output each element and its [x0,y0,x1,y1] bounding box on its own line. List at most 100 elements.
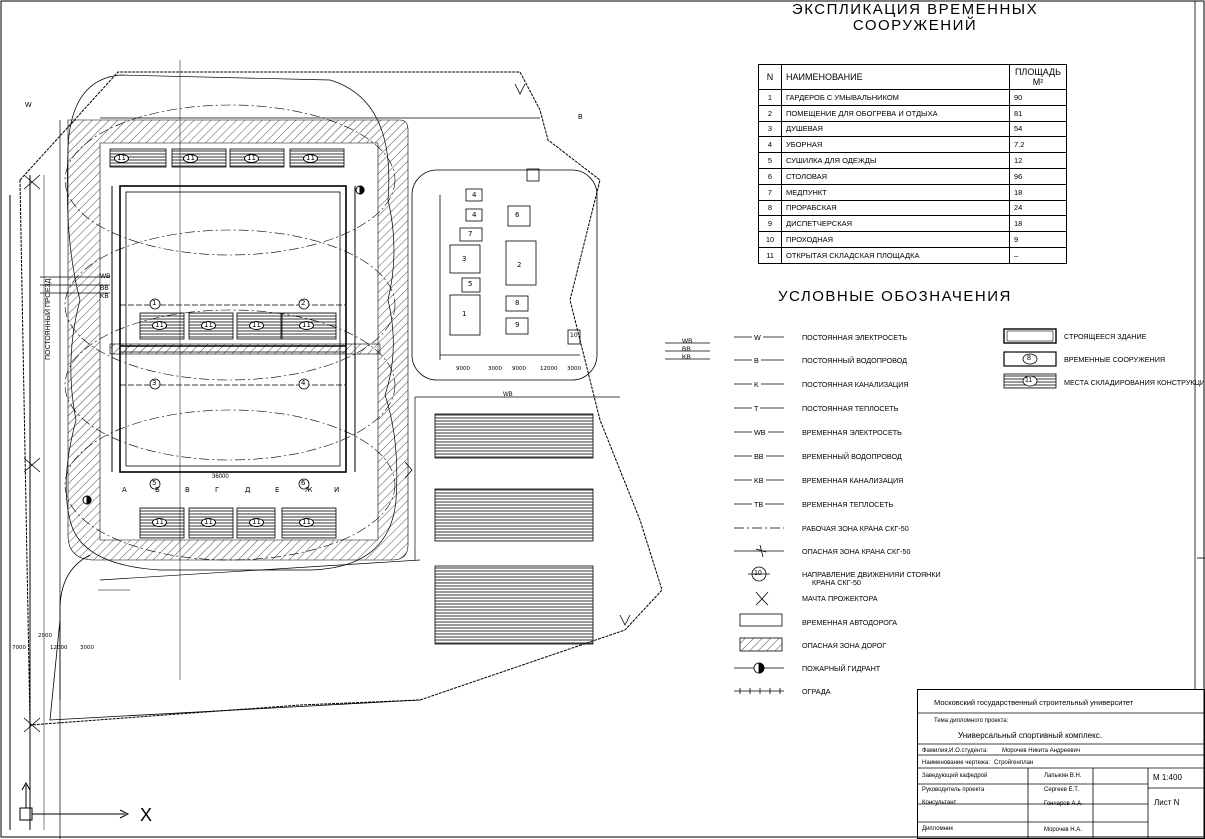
tb-student-label: Фамилия,И.О.студента: [922,748,988,754]
legend-item-label: ПОСТОЯННАЯ КАНАЛИЗАЦИЯ [802,380,909,389]
coordinate-axes [19,781,130,821]
cell-area: 12 [1009,152,1067,169]
cell-n: 8 [758,199,782,217]
axis-letter: В [185,486,190,494]
legend-symbol-text: KB [752,476,766,485]
crane-working-zone [64,104,396,561]
tb-role: Консультант [922,800,957,806]
temp-building-label: 1 [462,310,467,318]
legend-symbol-text: BB [752,452,766,461]
tb-university: Московский государственный строительный … [934,698,1134,707]
cell-area: – [1009,246,1067,264]
cell-area: 90 [1009,89,1067,106]
axis-letter: Е [275,486,280,494]
legend-item-label: ВРЕМЕННАЯ ТЕПЛОСЕТЬ [802,500,894,509]
legend-item-label: ВРЕМЕННАЯ ЭЛЕКТРОСЕТЬ [802,428,902,437]
legend-item-label: ОПАСНАЯ ЗОНА КРАНА СКГ-50 [802,547,911,556]
utility-lines [40,117,620,839]
temp-building-label: 5 [468,280,473,288]
tb-scale: М 1:400 [1153,773,1182,782]
tb-sheet: Лист N [1154,798,1180,807]
storage-label: 11 [152,518,167,527]
storage-label: 11 [152,321,167,330]
storage-areas [109,148,594,645]
col-n-header: N [758,64,782,90]
dim-bottom: 3000 [567,366,581,372]
table-header-row: N НАИМЕНОВАНИЕ ПЛОЩАДЬ М² [758,64,1067,90]
projector-masts [23,83,631,733]
cell-name: ПРОРАБСКАЯ [781,199,1010,217]
col-area-header: ПЛОЩАДЬ М² [1009,64,1067,90]
building-under-construction [109,185,381,473]
title-block-grid [918,712,1204,838]
storage-label: 11 [249,518,264,527]
cell-name: СТОЛОВАЯ [781,167,1010,185]
legend-item-label: ОПАСНАЯ ЗОНА ДОРОГ [802,641,887,650]
dim-bottom: 9000 [512,366,526,372]
cell-n: 10 [758,231,782,248]
temp-building-label: 8 [515,299,520,307]
cell-name: УБОРНАЯ [781,136,1010,154]
storage-label: 11 [244,154,259,163]
legend-title: УСЛОВНЫЕ ОБОЗНАЧЕНИЯ [778,288,1012,305]
explication-title-line2: СООРУЖЕНИЙ [852,17,978,34]
axis-letter: Д [245,486,251,494]
cell-n: 9 [758,215,782,233]
cell-n: 1 [758,89,782,106]
cell-n: 2 [758,104,782,122]
net-label-kb-left: KB [100,293,109,300]
storage-label: 11 [249,321,264,330]
tb-role: Руководитель проекта [922,787,985,793]
cell-n: 11 [758,246,782,264]
legend-item-label: РАБОЧАЯ ЗОНА КРАНА СКГ-50 [802,524,909,533]
tb-name: Сергеев Е.Т. [1044,787,1079,793]
storage-label: 11 [303,154,318,163]
cell-area: 18 [1009,215,1067,233]
cell-name: МЕДПУНКТ [781,183,1010,201]
net-label-wb-legend: WB [682,338,693,345]
net-label-wb-right: WB [503,392,513,398]
dim-left: 7000 [12,645,26,651]
legend-item-label: ПОСТОЯННАЯ ТЕПЛОСЕТЬ [802,404,899,413]
storage-label: 11 [183,154,198,163]
axis-letter: А [122,486,127,494]
col-name-header: НАИМЕНОВАНИЕ [781,64,1010,90]
cell-n: 6 [758,167,782,185]
permanent-roadway [9,175,45,830]
cell-area: 24 [1009,199,1067,217]
tb-role: Заведующий кафедрой [922,773,988,779]
tb-name: Морочев Н.А. [1044,827,1082,833]
tb-drawing: Стройгенплан [994,760,1034,766]
cell-name: ПРОХОДНАЯ [781,231,1010,248]
storage-label: 11 [114,154,129,163]
net-label-wb-left: WB [100,273,111,280]
legend-symbol-text: B [752,356,761,365]
cell-n: 5 [758,152,782,169]
legend-temp-symbol: 8 [1027,355,1031,362]
dim-bottom: 9000 [456,366,470,372]
tb-name: Гончаров А.А. [1044,801,1083,807]
cell-area: 96 [1009,167,1067,185]
cell-name: ГАРДЕРОБ С УМЫВАЛЬНИКОМ [781,89,1010,106]
legend-symbol-text: W [752,333,763,342]
crane-label: 2 [301,299,306,307]
dim-left: 3000 [80,645,94,651]
net-label-w-left: W [25,102,32,109]
storage-label: 11 [201,518,216,527]
legend-symbols [665,328,1205,694]
tb-topic-label: Тема дипломного проекта: [934,718,1009,724]
temp-building-label: 2 [517,261,522,269]
temp-building-label: 9 [515,321,520,329]
axis-letter: Г [215,486,220,494]
cell-n: 7 [758,183,782,201]
danger-zone-roads [67,119,409,561]
legend-crane-symbol: 10 [754,570,762,577]
road-label: ПОСТОЯННЫЙ ПРОЕЗД [45,278,52,360]
